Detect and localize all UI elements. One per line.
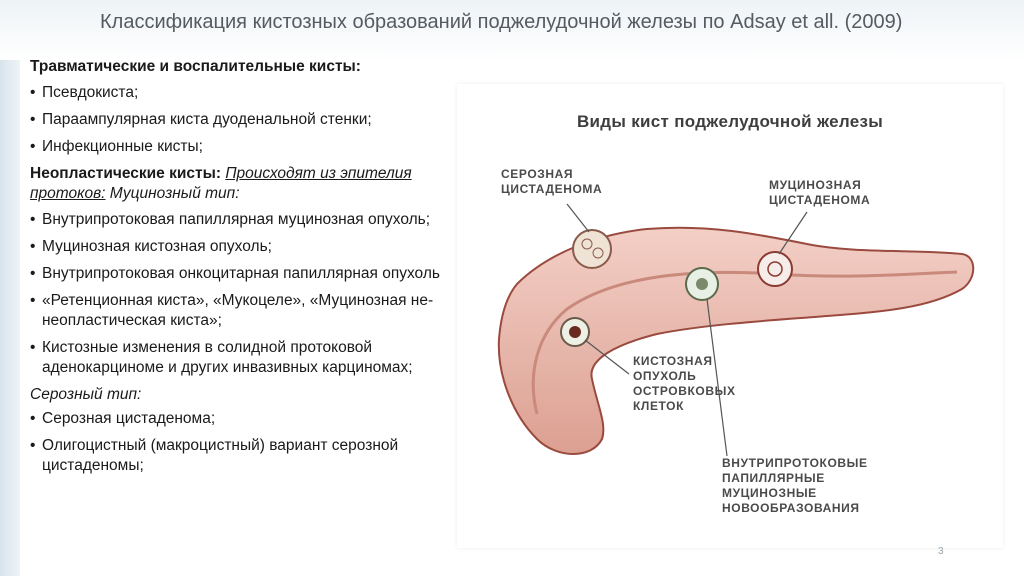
section-heading-traumatic: Травматические и воспалительные кисты:	[30, 58, 361, 75]
pancreatic-duct	[531, 270, 958, 415]
pancreas-illustration	[497, 203, 975, 457]
mucinous-list: Внутрипротоковая папиллярная муцинозная …	[30, 210, 450, 378]
list-item: Инфекционные кисты;	[30, 137, 450, 157]
figure-title: Виды кист поджелудочной железы	[576, 112, 884, 131]
list-item: Муцинозная кистозная опухоль;	[30, 237, 450, 257]
pointer-line	[706, 298, 728, 457]
neoplastic-heading: Неопластические кисты:	[30, 165, 221, 182]
islet-cell-core	[569, 326, 581, 338]
list-item: Внутрипротоковая папиллярная муцинозная …	[30, 210, 450, 230]
mucinous-type-label: Муцинозный тип:	[109, 185, 240, 202]
label-islet-cell-tumor: КИСТОЗНАЯ ОПУХОЛЬ ОСТРОВКОВЫХ КЛЕТОК	[633, 354, 736, 413]
serous-list: Серозная цистаденома; Олигоцистный (макр…	[30, 409, 450, 476]
list-item: Псевдокиста;	[30, 83, 450, 103]
slide-left-band	[0, 0, 20, 576]
slide-top-band	[0, 0, 1024, 60]
page-number: 3	[938, 546, 944, 557]
ipmn-cyst-core	[696, 278, 708, 290]
pointer-line	[778, 211, 808, 255]
mucinous-cyst-inner	[767, 261, 783, 277]
section-heading-neoplastic: Неопластические кисты: Происходят из эпи…	[30, 164, 450, 204]
serous-cyst-lobule	[581, 238, 593, 250]
label-serous-cystadenoma: СЕРОЗНАЯ ЦИСТАДЕНОМА	[501, 167, 603, 196]
list-item: «Ретенционная киста», «Мукоцеле», «Муцин…	[30, 291, 450, 331]
mucinous-cyst	[757, 251, 793, 287]
pancreas-cyst-figure: Виды кист поджелудочной железы СЕРОЗНАЯ …	[457, 84, 1003, 548]
serous-cyst	[572, 229, 612, 269]
list-item: Серозная цистаденома;	[30, 409, 450, 429]
pointer-line	[566, 203, 590, 233]
label-ipmn: ВНУТРИПРОТОКОВЫЕ ПАПИЛЛЯРНЫЕ МУЦИНОЗНЫЕ …	[722, 456, 868, 515]
ductal-origin-text: Происходят из эпителия протоков:	[30, 165, 412, 202]
list-item: Внутрипротоковая онкоцитарная папиллярна…	[30, 264, 450, 284]
label-mucinous-cystadenoma: МУЦИНОЗНАЯ ЦИСТАДЕНОМА	[769, 178, 871, 207]
classification-text: Травматические и воспалительные кисты: П…	[30, 57, 450, 483]
pointer-line	[584, 339, 630, 375]
slide-title: Классификация кистозных образований подж…	[100, 11, 903, 33]
list-item: Кистозные изменения в солидной протоково…	[30, 338, 450, 378]
traumatic-list: Псевдокиста; Параампулярная киста дуоден…	[30, 83, 450, 157]
list-item: Олигоцистный (макроцистный) вариант серо…	[30, 436, 450, 476]
serous-type-label: Серозный тип:	[30, 386, 142, 403]
list-item: Параампулярная киста дуоденальной стенки…	[30, 110, 450, 130]
serous-cyst-lobule	[592, 247, 604, 259]
